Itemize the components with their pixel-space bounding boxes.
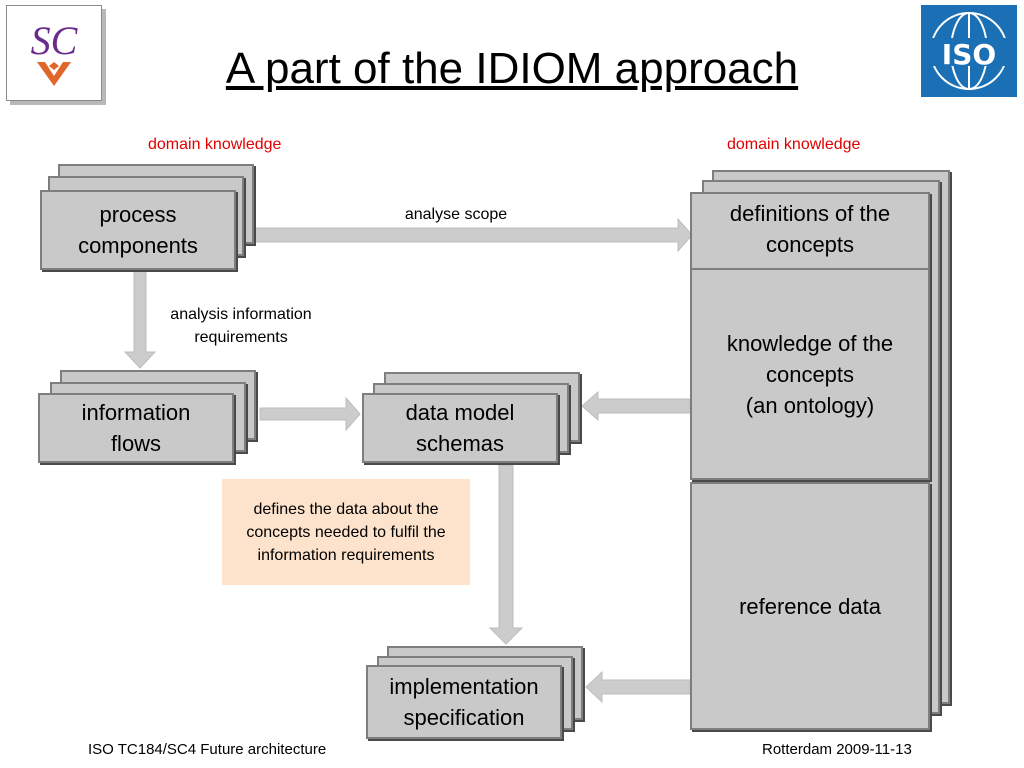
iso-logo-mark: ISO [927,12,1011,90]
domain-knowledge-right-label: domain knowledge [727,136,861,153]
ontology-box: knowledge of the concepts (an ontology) [690,268,930,480]
ontology-label-line2: (an ontology) [745,393,875,418]
arrow-analysis-requirements [123,270,157,369]
information-flows-label: information flows [81,400,191,456]
edge-label-analysis-requirements: analysis information requirements [170,306,312,346]
sc-logo: SC [6,5,102,101]
data-model-schemas-box: data model schemas [362,393,558,463]
edge-label-analyse-scope: analyse scope [404,206,508,223]
note-text: defines the data about the concepts need… [246,500,446,564]
domain-knowledge-left-label: domain knowledge [148,136,282,153]
reference-data-label: reference data [739,593,881,619]
reference-data-box: reference data [690,482,930,730]
arrow-reference-to-implementation [585,670,691,704]
data-model-schemas-label: data model schemas [405,400,515,456]
definitions-box: definitions of the concepts [690,192,930,270]
arrow-schemas-to-implementation [488,464,524,645]
implementation-spec-label: implementation specification [389,674,539,730]
footer-left: ISO TC184/SC4 Future architecture [88,741,327,758]
sc-logo-mark: SC [31,18,79,86]
ontology-label-line1: knowledge of the concepts [726,331,894,387]
definitions-label: definitions of the concepts [729,201,891,257]
arrow-ontology-to-schemas [581,390,691,422]
implementation-spec-box: implementation specification [366,665,562,739]
information-flows-box: information flows [38,393,234,463]
note-box: defines the data about the concepts need… [222,479,470,585]
footer-right: Rotterdam 2009-11-13 [762,741,912,758]
process-components-box: process components [40,190,236,270]
svg-text:SC: SC [31,18,79,63]
iso-logo: ISO [921,5,1017,97]
svg-text:ISO: ISO [942,38,996,71]
arrow-flows-to-schemas [259,396,361,432]
page-title: A part of the IDIOM approach [225,44,799,93]
process-components-label: process components [78,202,198,258]
arrow-analyse-scope [243,217,693,253]
